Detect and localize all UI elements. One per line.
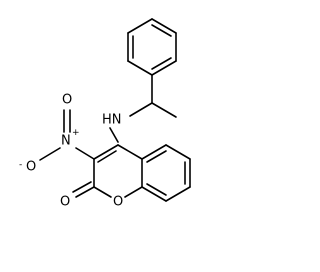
nitro-oxygen-minus-label: O (26, 160, 36, 175)
double-bond-inner (146, 150, 167, 163)
bond (151, 60, 177, 76)
bond (151, 18, 177, 34)
nitro-oxygen-charge-minus: - (19, 160, 22, 170)
nitro-charge-plus: + (72, 128, 80, 138)
nitro-nitrogen-label: N (61, 134, 71, 149)
bond (165, 144, 191, 160)
bond (141, 186, 167, 202)
phenyl-ring (127, 18, 177, 76)
carbonyl-group: O (60, 181, 95, 210)
benzo-ring (141, 144, 191, 202)
ethyl-linker (129, 74, 177, 118)
bond (127, 60, 153, 76)
bond (151, 102, 177, 118)
amine-label: HN (102, 113, 122, 128)
bond (129, 102, 153, 117)
nitro-group: N + O - O (19, 93, 95, 175)
bond (124, 186, 143, 198)
double-bond-inner (146, 183, 167, 196)
pyrone-ring (93, 144, 143, 198)
bond (165, 186, 191, 202)
ring-oxygen-label: O (113, 195, 123, 210)
bond (75, 186, 95, 198)
bond (93, 144, 119, 160)
bond (93, 186, 112, 198)
chemical-structure: HN O O N + (19, 18, 191, 210)
bond (117, 144, 143, 160)
bond (109, 127, 119, 143)
bond (141, 144, 167, 160)
bond (127, 18, 153, 34)
carbonyl-oxygen-label: O (60, 195, 70, 210)
bond (39, 147, 61, 161)
double-bond-inner (151, 24, 172, 37)
double-bond-inner (151, 57, 172, 70)
nitro-oxygen-top-label: O (62, 93, 72, 108)
bond (75, 147, 95, 160)
bond (72, 181, 92, 193)
double-bond-inner (97, 150, 117, 163)
